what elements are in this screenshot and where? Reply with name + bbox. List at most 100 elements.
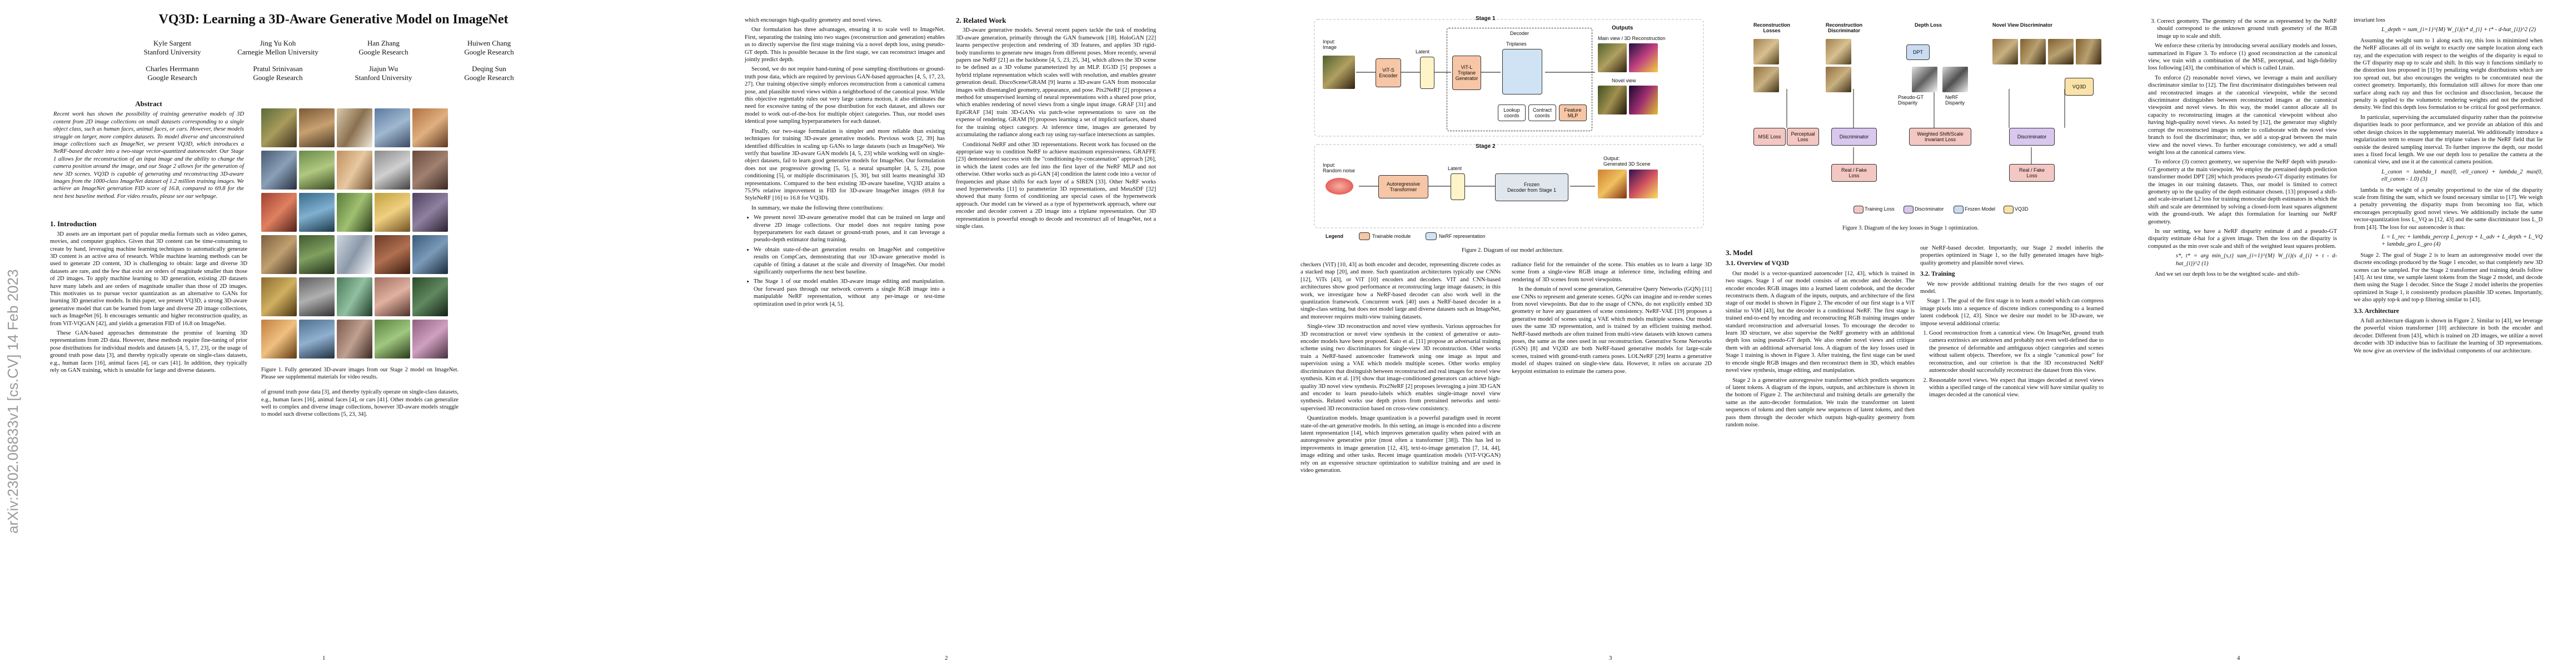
equation-2: L_depth = sum_{i=1}^{M} W_{i}(s* d_{i} +… [2381, 27, 2536, 33]
page-1: arXiv:2302.06833v1 [cs.CV] 14 Feb 2023 V… [0, 0, 650, 667]
frozen-decoder-box: Frozen Decoder from Stage 1 [1495, 173, 1568, 201]
paragraph: Conditional NeRF and other 3D representa… [956, 141, 1156, 230]
recon-real-fake-box: Real / Fake Loss [1831, 164, 1877, 182]
novel-view-depth [1629, 86, 1658, 115]
legend-nerf-label: NeRF representation [1439, 233, 1486, 239]
main-view-label: Main view / 3D Reconstruction [1598, 36, 1666, 41]
vit-encoder-box: ViT-S Encoder [1376, 58, 1401, 87]
generated-image [412, 108, 448, 147]
generated-image [261, 108, 297, 147]
intro-paragraph-1: 3D assets are an important part of popul… [50, 231, 247, 327]
legend-vq3d-swatch [2004, 206, 2014, 213]
figure-3-caption: Figure 3. Diagram of the key losses in S… [1842, 225, 1979, 231]
recon-image [1753, 67, 1779, 92]
intro-paragraph-2: These GAN-based approaches demonstrate t… [50, 330, 247, 374]
latent-label-stage2: Latent [1448, 166, 1462, 171]
list-item: Reasonable novel views. We expect that i… [1929, 377, 2104, 399]
weighted-ssi-loss-box: Weighted Shift/Scale Invariant Loss [1909, 128, 1971, 146]
abstract-heading: Abstract [135, 99, 162, 108]
generated-image [375, 277, 410, 316]
main-view-rgb [1598, 43, 1627, 72]
section-1-heading: 1. Introduction [50, 220, 97, 228]
generated-image [375, 235, 410, 274]
list-item: Good reconstruction from a canonical vie… [1929, 330, 2104, 374]
generated-image [412, 151, 448, 190]
p3-right-column: 3. Model 3.1. Overview of VQ3D Our model… [1726, 245, 1915, 431]
section-3-1-heading: 3.1. Overview of VQ3D [1726, 260, 1789, 267]
input-image [1323, 56, 1355, 89]
paragraph: Stage 2. The goal of Stage 2 is to learn… [2354, 252, 2543, 303]
legend-training-loss-swatch [1853, 206, 1864, 213]
random-noise-label: Input: Random noise [1323, 162, 1356, 173]
latent-label: Latent [1416, 49, 1430, 54]
section-3-2-heading: 3.2. Training [1920, 271, 1955, 278]
p3-middle-column: radiance field for the remainder of the … [1512, 261, 1712, 377]
paragraph: And we set our depth loss to be the weig… [2155, 271, 2300, 277]
generated-image [412, 235, 448, 274]
figure-1-grid [261, 108, 459, 381]
main-view-image [1992, 39, 2018, 64]
paragraph: invariant loss [2354, 17, 2385, 23]
section-3-heading: 3. Model [1726, 248, 1753, 257]
equation-3: L_canon = lambda_1 max(0, -ell_canon) + … [2381, 168, 2543, 183]
paragraph: Finally, our two-stage formulation is si… [745, 128, 945, 202]
list-item: Correct geometry. The geometry of the sc… [2157, 18, 2337, 40]
autoregressive-transformer-box: Autoregressive Transformer [1378, 175, 1428, 198]
generated-image [375, 108, 410, 147]
legend-disc-label: Discriminator [1915, 206, 1944, 212]
p1-left-column: Abstract Recent work has shown the possi… [50, 100, 247, 376]
paragraph: lambda is the weight of a penalty propor… [2354, 187, 2543, 231]
stage-1-label: Stage 1 [1476, 16, 1496, 22]
paragraph: Our model is a vector-quantized autoenco… [1726, 270, 1915, 374]
legend-disc-swatch [1904, 206, 1914, 213]
generated-image [261, 193, 297, 232]
list-item: The Stage 1 of our model enables 3D-awar… [754, 278, 945, 308]
page-2: which encourages high-quality geometry a… [642, 0, 1292, 667]
section-2-heading: 2. Related Work [956, 16, 1007, 24]
generated-scene-rgb [1598, 170, 1627, 198]
section-3-3-heading: 3.3. Architecture [2354, 307, 2399, 315]
legend-vq3d-label: VQ3D [2015, 206, 2029, 212]
paragraph: Quantization models. Image quantization … [1301, 415, 1501, 474]
paragraph: To enforce (2) reasonable novel views, w… [2148, 74, 2337, 156]
paragraph: checkers (ViT) [10, 43] as both encoder … [1301, 262, 1501, 320]
arxiv-stamp: arXiv:2302.06833v1 [cs.CV] 14 Feb 2023 [4, 269, 21, 534]
legend-trainable-label: Trainable module [1372, 233, 1411, 239]
p4-left-column: our NeRF-based decoder. Importantly, our… [1920, 245, 2104, 401]
paragraph: our NeRF-based decoder. Importantly, our… [1920, 245, 2104, 266]
novel-discriminator-box: Discriminator [2009, 128, 2055, 146]
paragraph: radiance field for the remainder of the … [1512, 262, 1712, 283]
triplanes-label: Triplanes [1506, 41, 1527, 47]
paragraph: In summary, we make the following three … [751, 205, 884, 211]
nerf-disparity-image [1942, 67, 1968, 92]
equation-1: s*, t* = arg min_{s,t} sum_{i=1}^{M} W_{… [2176, 253, 2337, 267]
novel-real-fake-box: Real / Fake Loss [2009, 164, 2055, 182]
figure-3-connectors [1786, 89, 2065, 164]
page-number: 2 [945, 655, 948, 661]
depth-loss-label: Depth Loss [1915, 22, 1942, 28]
dpt-box: DPT [1906, 44, 1930, 60]
contract-coords-box: Contract coords [1528, 104, 1556, 121]
paragraph: A full architecture diagram is shown in … [2354, 318, 2543, 354]
generated-image [261, 235, 297, 274]
legend-training-loss-label: Training Loss [1865, 206, 1895, 212]
paper-title: VQ3D: Learning a 3D-Aware Generative Mod… [158, 12, 509, 27]
generated-image [299, 151, 335, 190]
mse-loss-box: MSE Loss [1753, 128, 1786, 146]
generated-image [261, 277, 297, 316]
generated-image [261, 320, 297, 359]
recon-image [1826, 67, 1851, 92]
contributions-list: We present novel 3D-aware generative mod… [745, 214, 945, 308]
generated-image [299, 193, 335, 232]
legend-frozen-label: Frozen Model [1965, 206, 1996, 212]
latent-grid [1420, 57, 1434, 89]
p2-left-column: which encourages high-quality geometry a… [745, 17, 945, 310]
input-image-label: Input: Image [1323, 39, 1337, 50]
equation-4: L = L_rec + lambda_percep L_percep + L_a… [2381, 233, 2543, 248]
recon-discriminator-box: Discriminator [1831, 128, 1877, 146]
generated-image [299, 108, 335, 147]
